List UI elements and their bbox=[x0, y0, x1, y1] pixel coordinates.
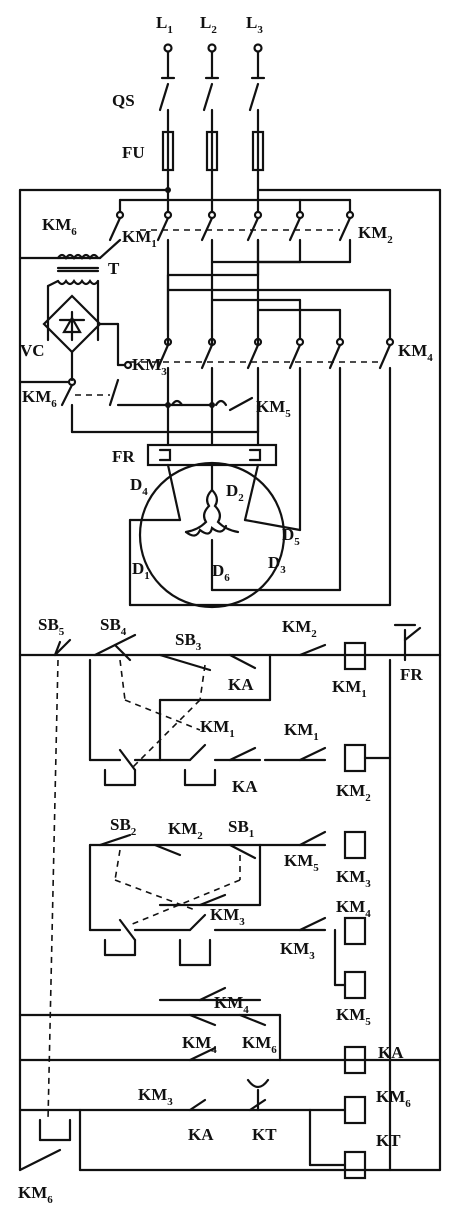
terminal-l2 bbox=[207, 43, 217, 53]
label-coil-km1: KM1 bbox=[332, 677, 367, 700]
label-km1: KM1 bbox=[122, 227, 157, 250]
label-kt-r7: KT bbox=[252, 1125, 277, 1144]
label-km5-r3: KM5 bbox=[284, 851, 319, 874]
label-fr-control: FR bbox=[400, 665, 423, 684]
fuses bbox=[161, 130, 265, 202]
label-km3-r4b: KM3 bbox=[280, 939, 315, 962]
label-km3-r4: KM3 bbox=[210, 905, 245, 928]
label-km4-r6: KM4 bbox=[182, 1033, 217, 1056]
label-km6-r6: KM6 bbox=[242, 1033, 277, 1056]
labels: L1 L2 L3 QS FU KM6 KM1 KM2 T VC KM3 KM4 … bbox=[18, 13, 433, 1206]
label-t: T bbox=[108, 259, 120, 278]
transformer-rectifier bbox=[18, 238, 122, 387]
label-d1: D1 bbox=[132, 559, 150, 582]
label-vc: VC bbox=[20, 341, 45, 360]
label-ka-r2: KA bbox=[232, 777, 258, 796]
label-fr-main: FR bbox=[112, 447, 135, 466]
label-fu: FU bbox=[122, 143, 145, 162]
label-km4-r5: KM4 bbox=[214, 993, 249, 1016]
label-sb3: SB3 bbox=[175, 630, 202, 653]
label-ka-r1: KA bbox=[228, 675, 254, 694]
control-rows bbox=[18, 623, 442, 1180]
qs-switch bbox=[158, 82, 260, 134]
label-km3: KM3 bbox=[132, 355, 167, 378]
label-ka-r7: KA bbox=[188, 1125, 214, 1144]
label-km2: KM2 bbox=[358, 223, 393, 246]
label-km2-r3: KM2 bbox=[168, 819, 203, 842]
terminal-l1 bbox=[163, 43, 173, 53]
motor bbox=[128, 461, 392, 609]
label-km5: KM5 bbox=[256, 397, 291, 420]
label-km3-r7: KM3 bbox=[138, 1085, 173, 1108]
label-km4: KM4 bbox=[398, 341, 433, 364]
supply-terminals bbox=[160, 43, 266, 80]
km1-km2-contacts bbox=[108, 198, 355, 347]
label-coil-km3: KM3 bbox=[336, 867, 371, 890]
label-km6-mid: KM6 bbox=[22, 387, 57, 410]
label-coil-km2: KM2 bbox=[336, 781, 371, 804]
label-km6-bottom: KM6 bbox=[18, 1183, 53, 1206]
label-d3: D3 bbox=[268, 553, 286, 576]
label-coil-km6: KM6 bbox=[376, 1087, 411, 1110]
control-rails bbox=[18, 188, 442, 1172]
label-l1: L1 bbox=[156, 13, 173, 36]
label-d2: D2 bbox=[226, 481, 244, 504]
label-km2-r1: KM2 bbox=[282, 617, 317, 640]
label-coil-kt: KT bbox=[376, 1131, 401, 1150]
label-d5: D5 bbox=[282, 525, 300, 548]
label-km6-top: KM6 bbox=[42, 215, 77, 238]
km3-km4-contacts bbox=[116, 273, 395, 607]
label-km1-r2a: KM1 bbox=[200, 717, 235, 740]
label-l3: L3 bbox=[246, 13, 263, 36]
label-sb1: SB1 bbox=[228, 817, 254, 840]
label-coil-km5: KM5 bbox=[336, 1005, 371, 1028]
label-d6: D6 bbox=[212, 561, 230, 584]
label-coil-ka: KA bbox=[378, 1043, 404, 1062]
label-sb5: SB5 bbox=[38, 615, 65, 638]
label-qs: QS bbox=[112, 91, 135, 110]
label-d4: D4 bbox=[130, 475, 148, 498]
label-coil-km4: KM4 bbox=[336, 897, 371, 920]
km6-km5-contacts bbox=[18, 378, 260, 434]
terminal-l3 bbox=[253, 43, 263, 53]
label-l2: L2 bbox=[200, 13, 217, 36]
label-sb4: SB4 bbox=[100, 615, 127, 638]
label-sb2: SB2 bbox=[110, 815, 137, 838]
label-km1-r2b: KM1 bbox=[284, 720, 319, 743]
